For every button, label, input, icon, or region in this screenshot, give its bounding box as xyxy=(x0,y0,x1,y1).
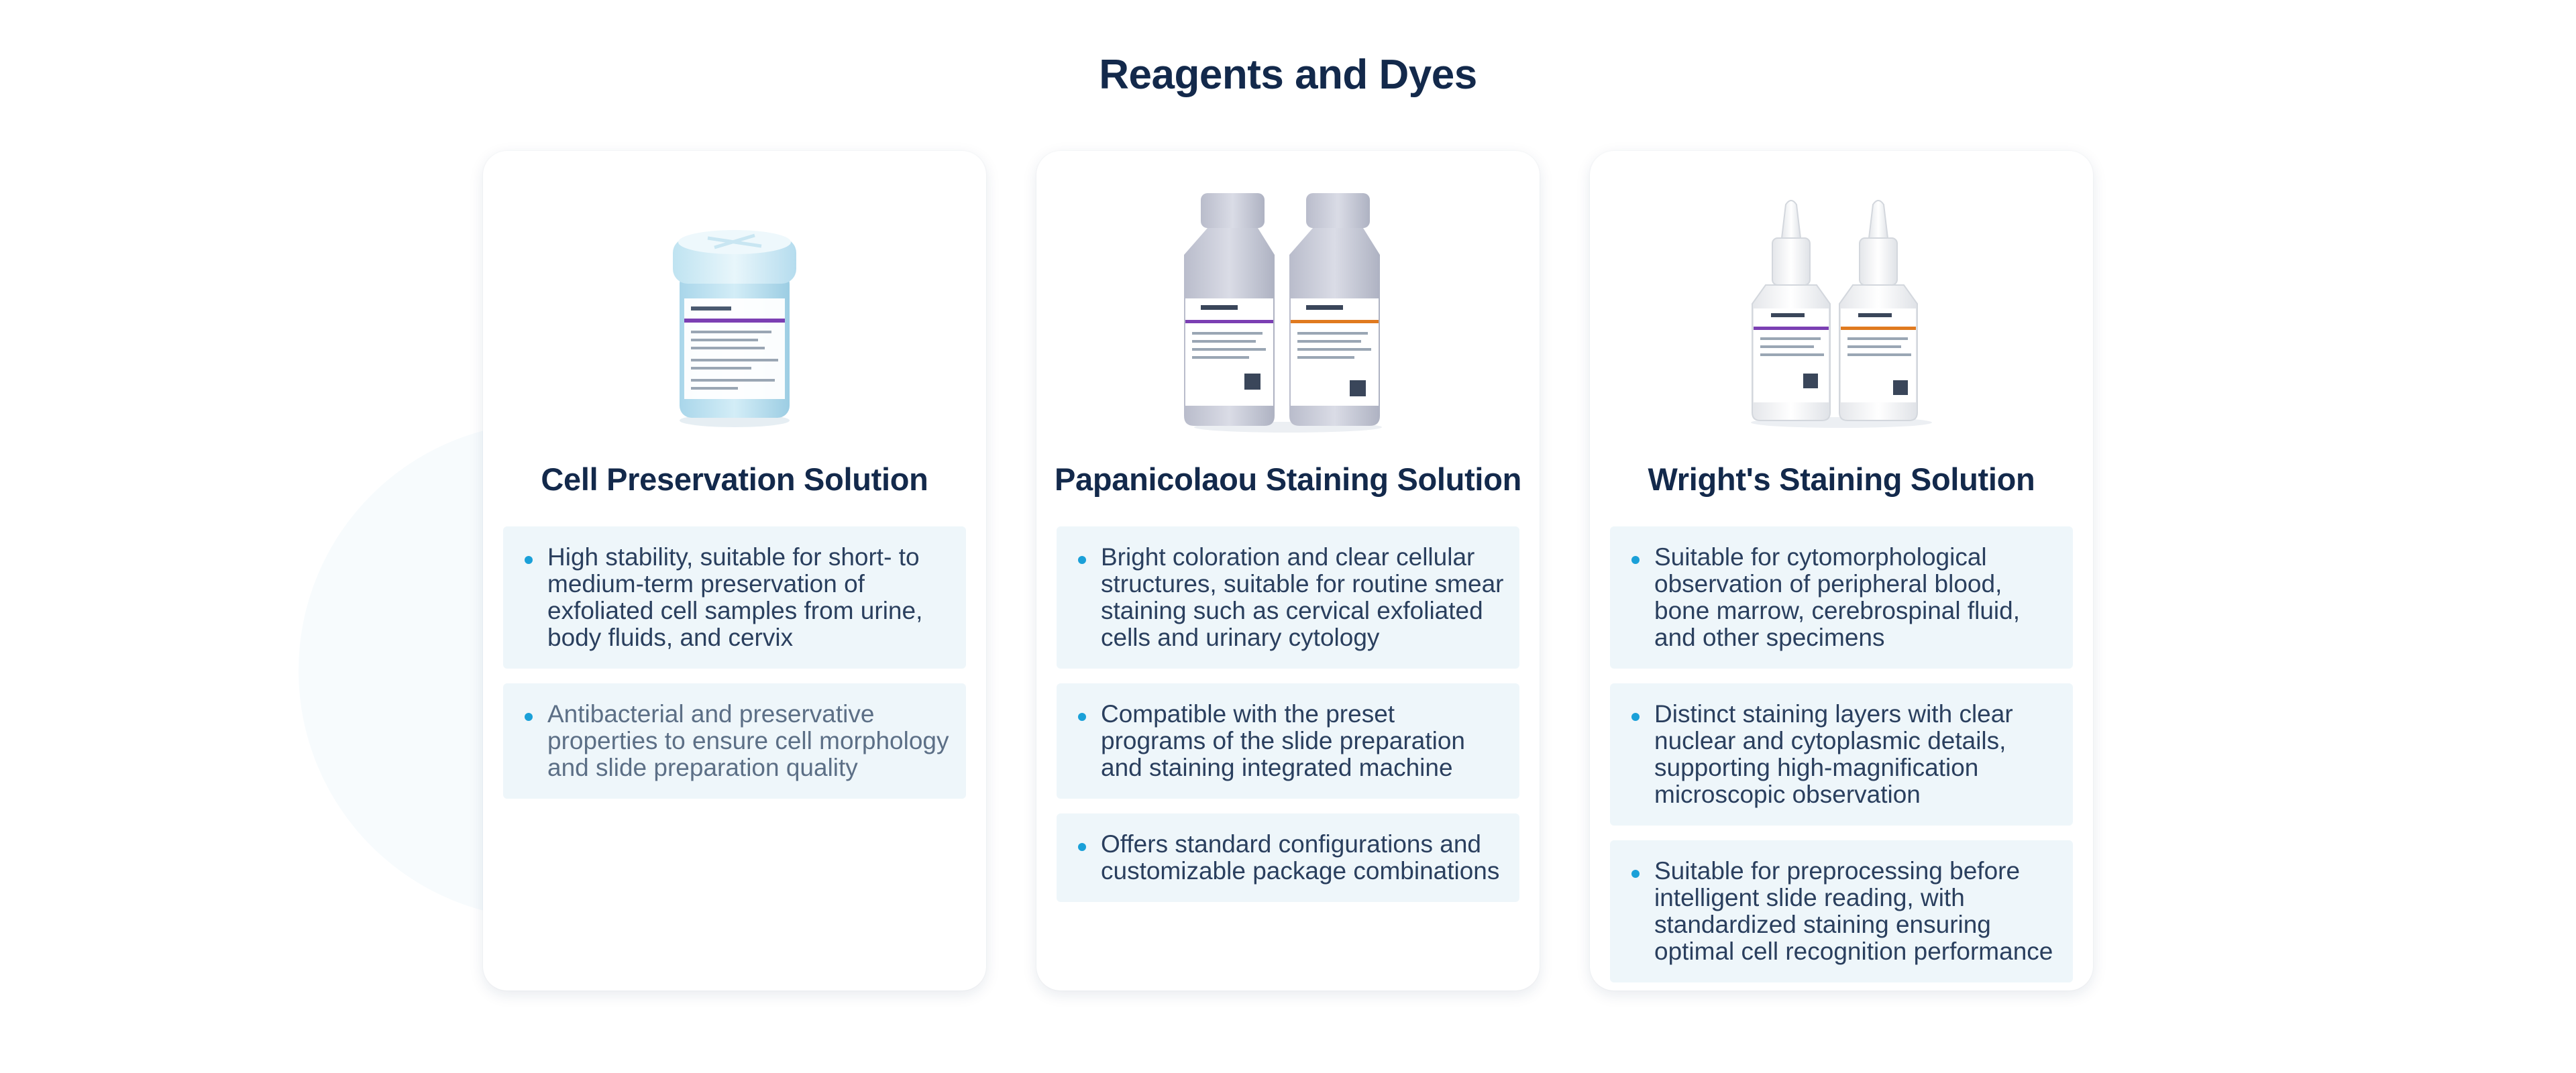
feature-item: Antibacterial and preservative propertie… xyxy=(503,683,966,799)
section-title: Reagents and Dyes xyxy=(1099,52,1477,98)
product-card-papanicolaou[interactable]: Papanicolaou Staining Solution Bright co… xyxy=(1036,151,1540,991)
bullet-dot-icon xyxy=(525,713,533,721)
reagent-bottles-icon xyxy=(1036,191,1540,433)
product-title: Wright's Staining Solution xyxy=(1648,461,2035,497)
bullet-dot-icon xyxy=(1078,556,1086,564)
bullet-dot-icon xyxy=(1631,556,1640,564)
product-title: Cell Preservation Solution xyxy=(541,461,928,497)
specimen-jar-icon xyxy=(483,191,986,433)
feature-list: Bright coloration and clear cellular str… xyxy=(1057,526,1519,902)
feature-item: Bright coloration and clear cellular str… xyxy=(1057,526,1519,669)
feature-item: Distinct staining layers with clear nucl… xyxy=(1610,683,2073,826)
bullet-dot-icon xyxy=(525,556,533,564)
product-card-wright[interactable]: Wright's Staining Solution Suitable for … xyxy=(1590,151,2093,991)
product-title: Papanicolaou Staining Solution xyxy=(1054,461,1522,497)
bullet-dot-icon xyxy=(1078,843,1086,851)
feature-item: Suitable for cytomorphological observati… xyxy=(1610,526,2073,669)
feature-item: High stability, suitable for short- to m… xyxy=(503,526,966,669)
product-card-cell-preservation[interactable]: Cell Preservation Solution High stabilit… xyxy=(483,151,986,991)
feature-list: Suitable for cytomorphological observati… xyxy=(1610,526,2073,982)
bullet-dot-icon xyxy=(1631,713,1640,721)
bullet-dot-icon xyxy=(1078,713,1086,721)
feature-item: Compatible with the preset programs of t… xyxy=(1057,683,1519,799)
bullet-dot-icon xyxy=(1631,870,1640,878)
feature-item: Offers standard configurations and custo… xyxy=(1057,813,1519,902)
dropper-bottles-icon xyxy=(1590,191,2093,433)
feature-item: Suitable for preprocessing before intell… xyxy=(1610,840,2073,982)
feature-list: High stability, suitable for short- to m… xyxy=(503,526,966,799)
